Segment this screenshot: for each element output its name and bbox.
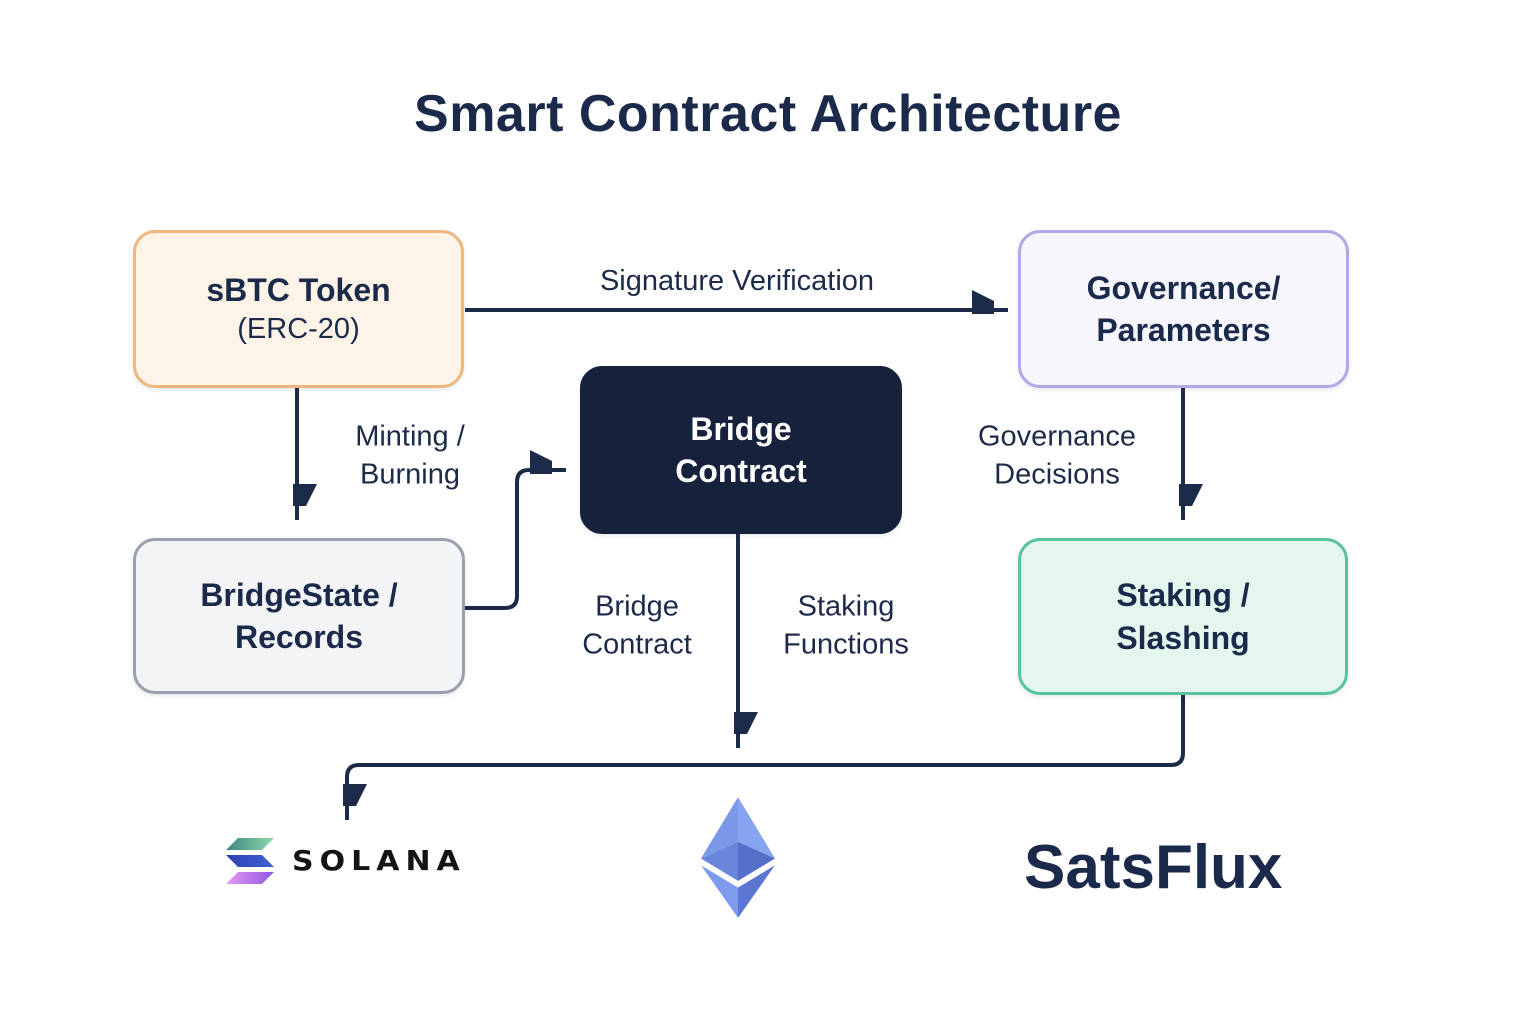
ethereum-icon xyxy=(701,797,775,918)
node-governance-parameters-label: Governance/ Parameters xyxy=(1086,269,1281,348)
node-bridge-contract-label: Bridge Contract xyxy=(675,410,807,489)
node-staking-slashing: Staking / Slashing xyxy=(1018,538,1348,695)
solana-icon xyxy=(226,838,274,884)
arrow-bridgestate-to-bridge xyxy=(462,470,566,610)
satsflux-wordmark: SatsFlux xyxy=(1024,833,1283,902)
solana-wordmark: SOLANA xyxy=(292,844,466,878)
node-bridge-contract: Bridge Contract xyxy=(580,366,902,534)
node-sbtc-token: sBTC Token (ERC-20) xyxy=(133,230,464,388)
arrow-staking-to-solana xyxy=(347,693,1185,820)
node-sbtc-token-title: sBTC Token xyxy=(206,272,391,309)
edge-label-minting-burning: Minting / Burning xyxy=(355,420,465,491)
diagram-title: Smart Contract Architecture xyxy=(414,85,1122,143)
edge-label-governance-decisions: Governance Decisions xyxy=(978,420,1136,491)
solana-logo: SOLANA xyxy=(226,836,466,886)
node-bridgestate-records-label: BridgeState / Records xyxy=(200,576,398,655)
edge-label-staking-functions: Staking Functions xyxy=(783,590,909,661)
edge-label-signature-verification: Signature Verification xyxy=(599,264,875,297)
edge-label-bridge-contract: Bridge Contract xyxy=(582,590,692,661)
node-governance-parameters: Governance/ Parameters xyxy=(1018,230,1349,388)
node-staking-slashing-label: Staking / Slashing xyxy=(1116,577,1250,656)
node-bridgestate-records: BridgeState / Records xyxy=(133,538,465,694)
node-sbtc-token-subtitle: (ERC-20) xyxy=(237,313,360,346)
